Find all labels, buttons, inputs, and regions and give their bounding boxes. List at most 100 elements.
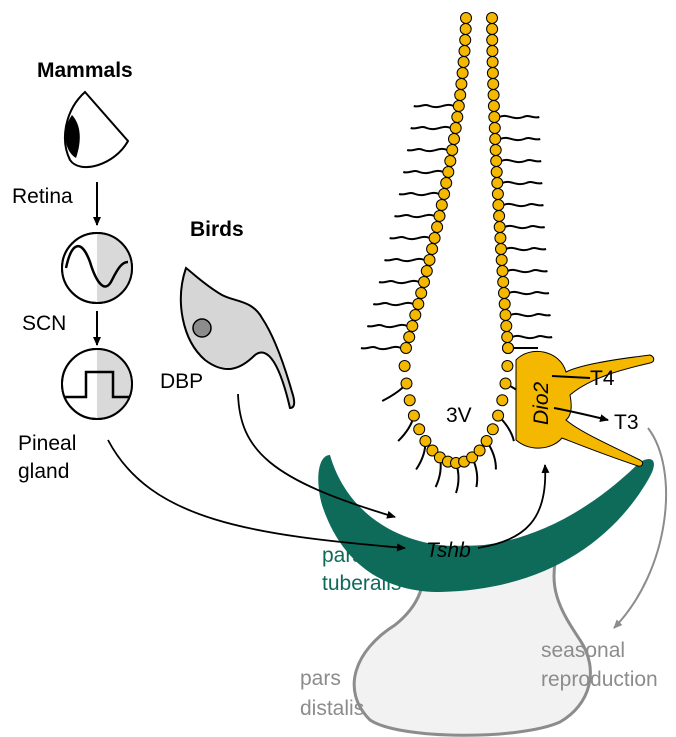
- tanycyte-hair: [500, 138, 540, 140]
- pineal-rhythm-icon: [62, 349, 132, 419]
- tanycyte-hair: [506, 248, 546, 250]
- tanycyte-bead: [488, 90, 499, 101]
- pars-distalis-label-line2: distalis: [300, 697, 364, 720]
- tanycyte-bead: [488, 79, 499, 90]
- pineal-label-line2: gland: [18, 460, 69, 483]
- tanycyte-hair: [373, 303, 413, 305]
- tanycyte-bead: [492, 178, 503, 189]
- tanycyte-bead: [399, 361, 410, 372]
- dbp-label: DBP: [160, 370, 203, 393]
- tanycyte-bead: [404, 395, 415, 406]
- tanycyte-bead: [410, 310, 421, 321]
- tanycyte-bead: [488, 101, 499, 112]
- t3-label: T3: [614, 411, 639, 434]
- tanycyte-bead: [495, 233, 506, 244]
- tanycyte-bead: [496, 244, 507, 255]
- tanycyte-bead: [487, 46, 498, 57]
- pars-tuberalis-label-line2: tuberalis: [322, 572, 401, 595]
- tanycyte-hair: [361, 347, 401, 349]
- third-ventricle-label: 3V: [446, 404, 472, 427]
- tanycyte-hair: [511, 314, 551, 316]
- tanycyte-bead: [439, 189, 450, 200]
- tanycyte-hair: [379, 281, 419, 283]
- tanycyte-bead: [441, 178, 452, 189]
- eye-icon: [65, 92, 128, 167]
- tanycyte-bead: [457, 68, 468, 79]
- tanycyte-hair: [414, 105, 454, 107]
- tanycyte-bead: [489, 123, 500, 134]
- tanycyte-bead: [493, 410, 504, 421]
- tanycyte-bead: [434, 211, 445, 222]
- tanycyte-bead: [497, 266, 508, 277]
- tanycyte-bead: [497, 395, 508, 406]
- mammals-heading: Mammals: [37, 59, 133, 82]
- tanycyte-bead: [419, 277, 430, 288]
- tanycyte-bead: [420, 436, 431, 447]
- tanycyte-hair: [411, 127, 451, 129]
- tanycyte-chain: [399, 13, 513, 469]
- tanycyte-bead: [502, 332, 513, 343]
- tanycyte-bead: [408, 410, 419, 421]
- tanycyte-hair: [502, 182, 542, 184]
- tanycyte-bead: [487, 35, 498, 46]
- tanycyte-bead: [460, 24, 471, 35]
- tanycyte-bead: [404, 332, 415, 343]
- tanycyte-bead: [500, 378, 511, 389]
- tanycyte-bead: [496, 255, 507, 266]
- tanycyte-bead: [494, 222, 505, 233]
- tanycyte-bead: [461, 13, 472, 24]
- tanycyte-bead: [498, 277, 509, 288]
- tanycyte-bead: [489, 112, 500, 123]
- tanycyte-bead: [401, 378, 412, 389]
- tanycyte-bead: [459, 46, 470, 57]
- tanycyte-bead: [427, 244, 438, 255]
- tanycyte-bead: [487, 13, 498, 24]
- tanycyte-bead: [452, 112, 463, 123]
- tanycyte-bead: [443, 167, 454, 178]
- tanycyte-bead: [487, 57, 498, 68]
- pars-tuberalis-label-line1: pars: [322, 544, 363, 567]
- tanycyte-bead: [445, 156, 456, 167]
- scn-label: SCN: [22, 312, 66, 335]
- tanycyte-bead: [453, 101, 464, 112]
- tanycyte-bead: [460, 35, 471, 46]
- tanycyte-bead: [447, 145, 458, 156]
- tanycyte-bead: [474, 445, 485, 456]
- tanycyte-hair: [499, 116, 539, 118]
- tanycyte-bead: [401, 343, 412, 354]
- tanycyte-hair: [384, 259, 424, 261]
- tanycyte-bead: [455, 90, 466, 101]
- tanycyte-bead: [407, 321, 418, 332]
- pars-distalis-label-line1: pars: [300, 667, 341, 690]
- scn-oscillator-icon: [62, 233, 132, 303]
- tanycyte-bead: [456, 79, 467, 90]
- tanycyte-bead: [413, 299, 424, 310]
- tanycyte-bead: [487, 24, 498, 35]
- tanycyte-hair: [390, 237, 430, 239]
- tanycyte-bead: [432, 222, 443, 233]
- tanycyte-bead: [501, 321, 512, 332]
- tanycyte-hair: [505, 226, 545, 228]
- tanycyte-bead: [416, 288, 427, 299]
- seasonal-label-line1: seasonal: [541, 639, 625, 662]
- tanycyte-bead: [491, 156, 502, 167]
- tanycyte-hair: [395, 215, 435, 217]
- tanycyte-hair: [367, 325, 407, 327]
- tanycyte-bead: [490, 145, 501, 156]
- tanycyte-hair: [501, 160, 541, 162]
- tanycyte-bead: [493, 200, 504, 211]
- tanycyte-bead: [491, 167, 502, 178]
- tanycyte-bead: [450, 123, 461, 134]
- tanycyte-hair: [407, 149, 447, 151]
- tanycyte-bead: [492, 189, 503, 200]
- tanycyte-hair: [403, 171, 443, 173]
- tanycyte-bead: [487, 424, 498, 435]
- tanycyte-bead: [494, 211, 505, 222]
- tanycyte-bead: [499, 288, 510, 299]
- tanycyte-bead: [500, 310, 511, 321]
- tanycyte-bead: [458, 57, 469, 68]
- tanycyte-bead: [490, 134, 501, 145]
- tanycyte-bead: [421, 266, 432, 277]
- tshb-label: Tshb: [426, 539, 471, 562]
- tanycyte-bead: [481, 436, 492, 447]
